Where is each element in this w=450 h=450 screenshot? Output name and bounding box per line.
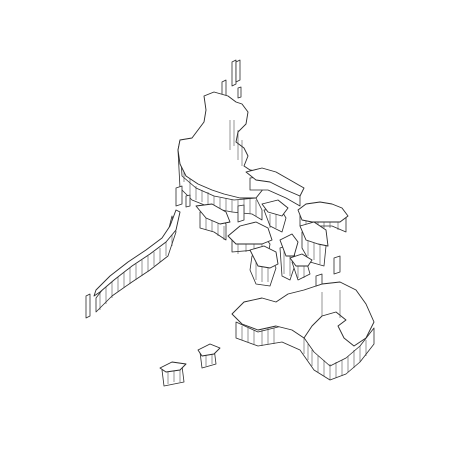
luzon-east-ridges [229, 120, 243, 166]
jolo-island [159, 361, 187, 387]
cebu-island [279, 233, 299, 281]
dinagat-islet [333, 255, 341, 275]
mindanao-side-hatching [241, 326, 367, 380]
luzon-side-hatching [183, 150, 257, 216]
palawan-south-islet [85, 293, 91, 319]
bohol-island [289, 253, 313, 281]
batanes-islands [221, 59, 242, 99]
palawan-side-hatching [99, 226, 173, 310]
romblon-islands [237, 204, 245, 223]
basilan-island [197, 343, 221, 369]
calamian-islands [175, 185, 191, 208]
negros-island [249, 245, 279, 287]
bicol-peninsula [245, 167, 305, 207]
panay-island [227, 221, 273, 257]
camiguin-islet [315, 273, 323, 287]
mindoro-island [195, 203, 231, 241]
palawan-island [93, 209, 181, 313]
luzon-island [177, 91, 271, 221]
masbate-island [261, 199, 289, 233]
mindanao-island [231, 281, 375, 381]
leyte-island [299, 221, 329, 267]
